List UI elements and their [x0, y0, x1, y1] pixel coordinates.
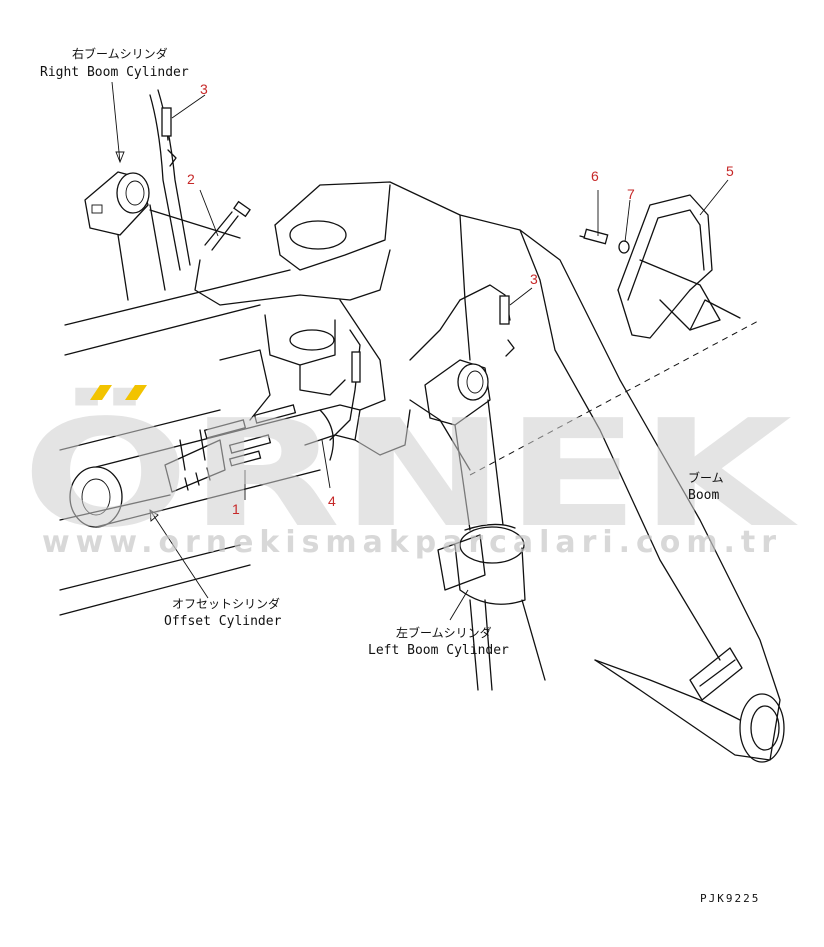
- boom-label-jp: ブーム: [688, 470, 724, 485]
- left-boom-cylinder-label: Left Boom Cylinder: [368, 643, 509, 658]
- callout-4: 4: [328, 493, 336, 509]
- callout-6: 6: [591, 168, 599, 184]
- callout-1: 1: [232, 501, 240, 517]
- offset-cylinder: [59, 269, 321, 616]
- right-boom-cylinder: [84, 89, 241, 301]
- watermark-brand: ÖRNEK: [22, 387, 799, 560]
- watermark-url: www.ornekismakparcalari.com.tr: [42, 525, 782, 560]
- right-boom-cylinder-label-jp: 右ブームシリンダ: [72, 46, 168, 61]
- offset-cylinder-label: Offset Cylinder: [164, 614, 282, 629]
- callout-5: 5: [726, 163, 734, 179]
- offset-cylinder-label-jp: オフセットシリンダ: [172, 596, 280, 611]
- callout-7: 7: [627, 186, 635, 202]
- boom-body: [274, 181, 785, 763]
- drawing-code: PJK9225: [700, 892, 760, 905]
- watermark: ÖRNEK www.ornekismakparcalari.com.tr: [22, 385, 799, 560]
- boom-label: Boom: [688, 488, 719, 503]
- left-boom-cylinder-label-jp: 左ブームシリンダ: [396, 625, 492, 640]
- leader-lines: [111, 81, 729, 621]
- callout-3-right: 3: [530, 271, 538, 287]
- callout-3-upper: 3: [200, 81, 208, 97]
- hose-clamp: [164, 404, 297, 493]
- hoses: [161, 107, 515, 461]
- watermark-accent-mark: [90, 385, 147, 400]
- guard-assembly: [579, 194, 741, 339]
- right-boom-cylinder-label: Right Boom Cylinder: [40, 65, 189, 80]
- callout-2: 2: [187, 171, 195, 187]
- left-boom-cylinder: [424, 319, 761, 691]
